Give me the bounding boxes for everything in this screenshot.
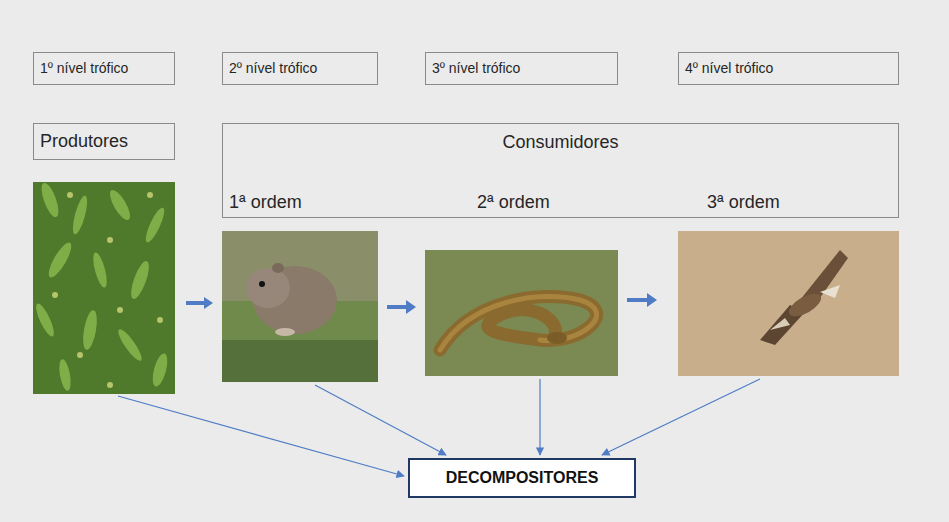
level-box: 3º nível trófico (425, 52, 618, 85)
food-chain-arrow (186, 293, 657, 314)
consumer-box: Consumidores 1ª ordem 2ª ordem 3ª ordem (222, 123, 899, 218)
node-label: 4º nível trófico (685, 53, 773, 84)
order-label: 1ª ordem (229, 190, 302, 214)
level-box: 1º nível trófico (33, 52, 175, 85)
node-label: Produtores (40, 124, 128, 159)
decomposer-box: DECOMPOSITORES (408, 458, 636, 498)
node-label: Consumidores (223, 130, 898, 154)
snake-photo (425, 250, 618, 376)
hawk-photo (678, 231, 899, 376)
level-box: 4º nível trófico (678, 52, 899, 85)
plant-photo (33, 181, 175, 394)
level-box: 2º nível trófico (222, 52, 378, 85)
producer-box: Produtores (33, 123, 175, 160)
node-label: DECOMPOSITORES (410, 460, 634, 495)
node-label: 3º nível trófico (432, 53, 520, 84)
order-label: 2ª ordem (477, 190, 550, 214)
order-label: 3ª ordem (707, 190, 780, 214)
node-label: 2º nível trófico (229, 53, 317, 84)
vole-photo (222, 231, 378, 382)
node-label: 1º nível trófico (40, 53, 128, 84)
